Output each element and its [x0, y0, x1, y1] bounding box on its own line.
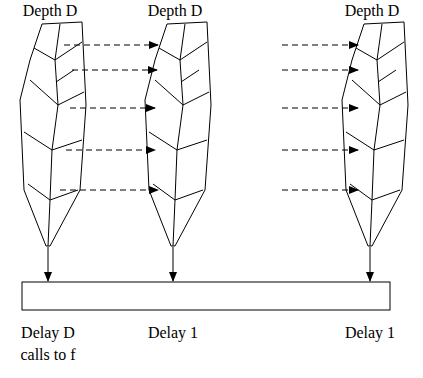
delay-label: Delay D calls to f: [6, 322, 90, 366]
tree-outline: [0, 0, 100, 250]
tree-node: Depth D: [125, 0, 225, 250]
depth-heading: Depth D: [125, 2, 225, 20]
dashed-arrow: [60, 190, 158, 191]
delay-label: Delay 1: [328, 322, 412, 344]
depth-heading: Depth D: [322, 2, 422, 20]
dashed-arrow: [70, 108, 155, 109]
depth-heading: Depth D: [0, 2, 100, 20]
delay-bar: [22, 282, 390, 310]
tree-node: Depth D: [0, 0, 100, 250]
incoming-dashed-arrows: [282, 45, 358, 190]
down-arrows: [48, 247, 370, 281]
dashed-arrow: [66, 150, 155, 151]
tree-outline: [322, 0, 422, 250]
delay-label: Delay 1: [131, 322, 215, 344]
tree-node: Depth D: [322, 0, 422, 250]
tree-outline: [125, 0, 225, 250]
